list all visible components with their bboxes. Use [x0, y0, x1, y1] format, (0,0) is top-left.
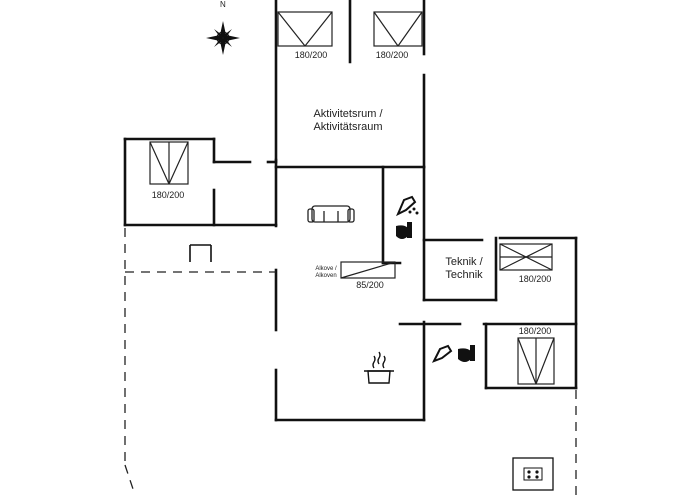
room-label-technik: Teknik / Technik: [434, 256, 494, 281]
bed-size-label: 180/200: [518, 274, 552, 284]
room-label-alcove-line2: Alkoven: [315, 272, 337, 279]
compass-north-label: N: [220, 0, 226, 9]
double-bed-icon: [277, 11, 333, 47]
single-bed-icon: [340, 261, 396, 279]
bed-size-label: 180/200: [375, 50, 409, 60]
terrace-outline: [124, 228, 577, 500]
room-label-activity-line2: Aktivitätsraum: [313, 120, 383, 133]
room-label-technik-line1: Teknik /: [445, 256, 483, 268]
toilet-icon: [458, 345, 475, 362]
room-label-activity-line1: Aktivitetsrum /: [313, 108, 383, 120]
shower-icon: [431, 344, 453, 363]
beds: [149, 11, 555, 385]
room-label-technik-line2: Technik: [445, 268, 483, 281]
room-label-alcove-line1: Alkove /: [315, 266, 337, 272]
walls: [123, 0, 578, 422]
toilet-icon: [396, 222, 412, 239]
double-bed-icon: [373, 11, 423, 47]
bed-size-label: 180/200: [151, 190, 185, 200]
sofa-icon: [307, 205, 355, 223]
compass-rose-icon: [206, 21, 240, 55]
bed-size-label: 85/200: [356, 280, 384, 290]
shower-icon: [396, 195, 419, 217]
room-label-activity: Aktivitetsrum / Aktivitätsraum: [296, 108, 400, 133]
room-label-alcove: Alkove / Alkoven: [309, 266, 343, 280]
door-opening: [189, 244, 212, 262]
bed-size-label: 180/200: [518, 326, 552, 336]
bed-size-label: 180/200: [294, 50, 328, 60]
cooking-pot-icon: [364, 351, 394, 384]
stove-icon: [512, 457, 554, 491]
